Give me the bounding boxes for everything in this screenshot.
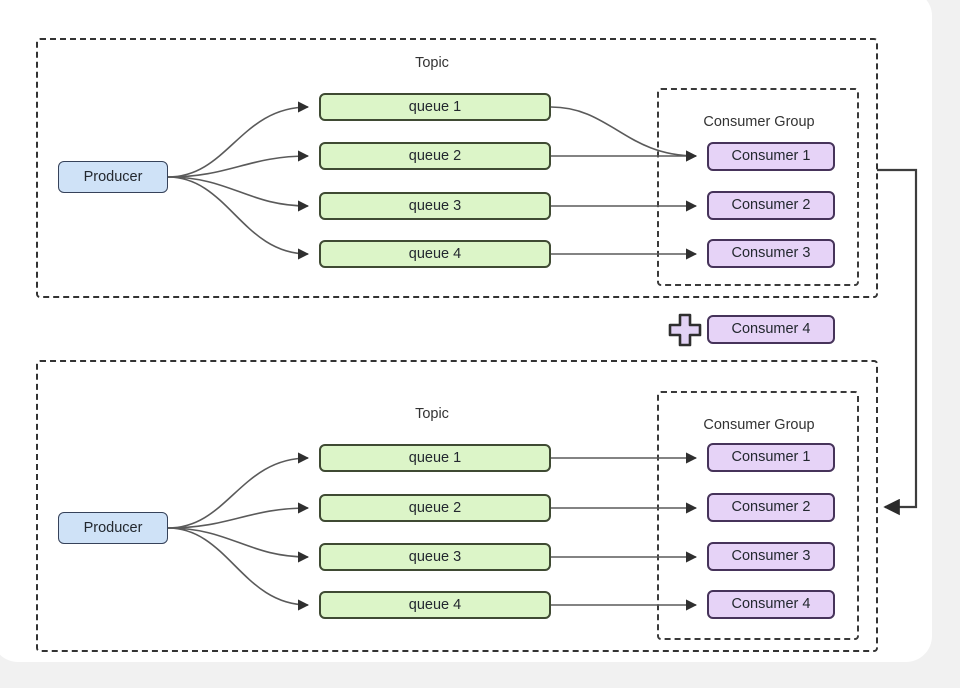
plus-icon	[668, 313, 702, 347]
consumer-group-label-after: Consumer Group	[703, 417, 815, 433]
consumer-group-box-after	[657, 391, 859, 640]
queue-node-after-4[interactable]: queue 4	[319, 591, 551, 619]
consumer-group-box-before	[657, 88, 859, 286]
panel-before	[36, 38, 878, 298]
queue-node-before-3[interactable]: queue 3	[319, 192, 551, 220]
queue-node-before-4[interactable]: queue 4	[319, 240, 551, 268]
consumer-node-before-2[interactable]: Consumer 2	[707, 191, 835, 220]
queue-node-after-3[interactable]: queue 3	[319, 543, 551, 571]
topic-label-before: Topic	[415, 55, 449, 71]
consumer-node-after-4[interactable]: Consumer 4	[707, 590, 835, 619]
queue-node-after-2[interactable]: queue 2	[319, 494, 551, 522]
consumer-node-after-2[interactable]: Consumer 2	[707, 493, 835, 522]
topic-label-after: Topic	[415, 406, 449, 422]
queue-node-before-2[interactable]: queue 2	[319, 142, 551, 170]
producer-node-before[interactable]: Producer	[58, 161, 168, 193]
queue-node-before-1[interactable]: queue 1	[319, 93, 551, 121]
consumer-node-after-3[interactable]: Consumer 3	[707, 542, 835, 571]
producer-node-after[interactable]: Producer	[58, 512, 168, 544]
consumer-node-added[interactable]: Consumer 4	[707, 315, 835, 344]
consumer-group-label-before: Consumer Group	[703, 114, 815, 130]
flow-arrow-icon	[877, 168, 918, 516]
consumer-node-before-3[interactable]: Consumer 3	[707, 239, 835, 268]
consumer-node-after-1[interactable]: Consumer 1	[707, 443, 835, 472]
queue-node-after-1[interactable]: queue 1	[319, 444, 551, 472]
consumer-node-before-1[interactable]: Consumer 1	[707, 142, 835, 171]
